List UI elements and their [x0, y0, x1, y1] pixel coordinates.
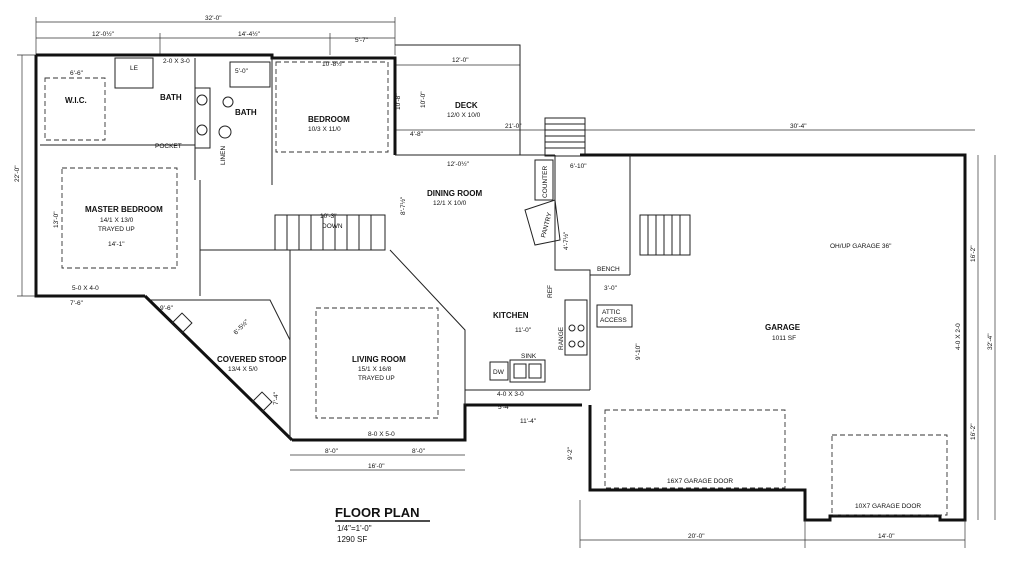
- dim-10-8-5: 10'-8½": [322, 60, 345, 68]
- range-label: RANGE: [558, 326, 565, 350]
- dim-10-0: 10'-0": [420, 91, 427, 108]
- dim-9-6: 9'-6": [160, 305, 174, 312]
- window-4-0-x-3-0: 4-0 X 3-0: [497, 391, 524, 398]
- linen-label: LINEN: [220, 146, 227, 165]
- bench-label: BENCH: [597, 266, 620, 273]
- garage: GARAGE 1011 SF OH/UP GARAGE 36" 16X7 GAR…: [580, 153, 967, 522]
- ref-label: REF: [547, 285, 554, 298]
- dim-32-4: 32'-4": [987, 333, 994, 350]
- window-2-0-x-3-0: 2-0 X 3-0: [163, 58, 190, 65]
- covered-stoop-size: 13/4 X 5/0: [228, 366, 258, 373]
- attic-label-2: ACCESS: [600, 317, 627, 324]
- dim-9-2: 9'-2": [567, 446, 574, 460]
- dim-10-8: 10'-8": [395, 93, 402, 110]
- dim-5-0: 5'-0": [235, 68, 249, 75]
- garage-label: GARAGE: [765, 323, 801, 332]
- garage-door-1-label: 16X7 GARAGE DOOR: [667, 478, 733, 485]
- dim-13-0: 13'-0": [53, 211, 60, 228]
- dim-5-7: 5'-7": [355, 37, 369, 44]
- dim-12-0-5: 12'-0½": [92, 30, 115, 38]
- dim-7-6: 7'-6": [70, 300, 84, 307]
- master-suite: MASTER BEDROOM 14/1 X 13/0 TRAYED UP 14'…: [44, 70, 178, 312]
- kitchen-label: KITCHEN: [493, 311, 529, 320]
- right-dimensions: 32'-4" 16'-2" 16'-2" 4-0 X 2-0: [955, 155, 996, 520]
- ohup-garage-label: OH/UP GARAGE 36": [830, 243, 892, 250]
- window-5-0-x-4-0: 5-0 X 4-0: [72, 285, 99, 292]
- dim-10-3: 10'-3": [320, 213, 337, 220]
- living-room-note: TRAYED UP: [358, 375, 395, 382]
- attic-label-1: ATTIC: [602, 309, 621, 316]
- dim-21-0: 21'-0": [505, 123, 522, 130]
- pantry-label: PANTRY: [540, 211, 554, 238]
- dim-30-4: 30'-4": [790, 123, 807, 130]
- dim-6-5-5: 6'-5½": [232, 317, 251, 336]
- dim-6-10: 6'-10": [570, 163, 587, 170]
- dim-16-2-b: 16'-2": [970, 423, 977, 440]
- dining-room-size: 12/1 X 10/0: [433, 200, 467, 207]
- dim-8-0: 8'-0": [325, 448, 339, 455]
- counter-label: COUNTER: [542, 166, 549, 198]
- bedroom-label: BEDROOM: [308, 115, 350, 124]
- bottom-dimensions: 20'-0" 14'-0" 8'-0" 8'-0" 16'-0" 8-0 X 5…: [290, 343, 966, 548]
- covered-stoop-label: COVERED STOOP: [217, 355, 287, 364]
- le-label: LE: [130, 65, 139, 72]
- bedroom: BEDROOM 10/3 X 11/0 10'-8½" 4'-8": [275, 60, 424, 153]
- dim-4-7-5: 4'-7½": [562, 231, 570, 250]
- dim-14-0: 14'-0": [878, 533, 895, 540]
- dim-3-0: 3'-0": [604, 285, 618, 292]
- dim-4-0-x-2-0: 4-0 X 2-0: [955, 323, 962, 350]
- down-label: DOWN: [322, 223, 343, 230]
- plan-scale: 1/4"=1'-0": [337, 524, 372, 533]
- plan-area: 1290 SF: [337, 535, 367, 544]
- window-8-0-x-5-0: 8-0 X 5-0: [368, 431, 395, 438]
- dim-32-0: 32'-0": [205, 15, 222, 22]
- dim-14-1: 14'-1": [108, 241, 125, 248]
- dim-9-10: 9'-10": [635, 343, 642, 360]
- stairs: DOWN 10'-3": [274, 213, 386, 251]
- master-bedroom-size: 14/1 X 13/0: [100, 217, 134, 224]
- dim-11-0: 11'-0": [515, 327, 532, 334]
- dim-12-0-5b: 12'-0½": [447, 160, 470, 168]
- living-room: LIVING ROOM 15/1 X 16/8 TRAYED UP: [315, 307, 439, 419]
- plan-title: FLOOR PLAN: [335, 505, 420, 520]
- dim-14-4-5: 14'-4½": [238, 30, 261, 38]
- master-bedroom-note: TRAYED UP: [98, 226, 135, 233]
- dim-22-0: 22'-0": [14, 165, 21, 182]
- bath-2-label: BATH: [235, 108, 257, 117]
- dim-12-0: 12'-0": [452, 57, 469, 64]
- bedroom-size: 10/3 X 11/0: [308, 126, 341, 133]
- dim-6-6: 6'-6": [70, 70, 84, 77]
- deck: DECK 12/0 X 10/0 10'-0": [395, 44, 586, 157]
- bath-1-label: BATH: [160, 93, 182, 102]
- dim-7-4: 7'-4": [273, 391, 280, 405]
- pocket-label: POCKET: [155, 143, 182, 150]
- living-room-label: LIVING ROOM: [352, 355, 406, 364]
- dim-20-0: 20'-0": [688, 533, 705, 540]
- dim-4-8: 4'-8": [410, 131, 424, 138]
- dim-16-2: 16'-2": [970, 245, 977, 262]
- dim-8-0-b: 8'-0": [412, 448, 426, 455]
- dining-room-label: DINING ROOM: [427, 189, 482, 198]
- title-block: FLOOR PLAN 1/4"=1'-0" 1290 SF: [335, 505, 430, 544]
- dim-8-7-5: 8'-7½": [399, 196, 407, 215]
- deck-label: DECK: [455, 101, 478, 110]
- dim-16-0: 16'-0": [368, 463, 385, 470]
- dw-label: DW: [493, 369, 505, 376]
- dim-11-4: 11'-4": [520, 418, 537, 425]
- garage-door-2-label: 10X7 GARAGE DOOR: [855, 503, 921, 510]
- wic-label: W.I.C.: [65, 96, 87, 105]
- garage-size: 1011 SF: [772, 335, 796, 342]
- sink-label: SINK: [521, 353, 537, 360]
- living-room-size: 15/1 X 16/8: [358, 366, 392, 373]
- dim-5-4: 5'-4": [498, 404, 512, 411]
- baths: BATH BATH 2-0 X 3-0 5'-0" POCKET LE LINE…: [114, 57, 271, 165]
- master-bedroom-label: MASTER BEDROOM: [85, 205, 163, 214]
- deck-size: 12/0 X 10/0: [447, 112, 481, 119]
- top-dimensions: 32'-0" 12'-0½" 14'-4½" 5'-7" 12'-0" 21'-…: [35, 15, 975, 131]
- dining-kitchen: DINING ROOM 12/1 X 10/0 12'-0½" 8'-7½" C…: [395, 93, 618, 383]
